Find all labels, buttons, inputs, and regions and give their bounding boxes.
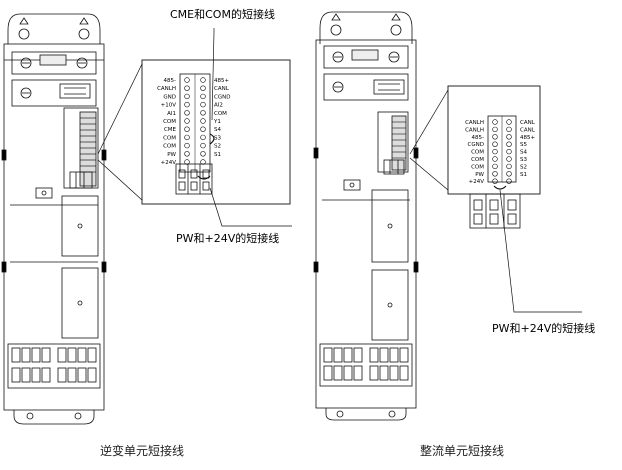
inverter-screw-1-0 [184, 85, 190, 91]
inverter-screw-0-1 [200, 77, 206, 83]
inverter-terminal-left-1: CANLH [157, 86, 176, 92]
rectifier-screw-3-0 [492, 141, 498, 147]
rectifier-screw-0-1 [506, 119, 512, 125]
inverter-terminal-right-8: S2 [214, 144, 221, 150]
inverter-screw-9-0 [184, 151, 190, 157]
inverter-terminal-left-3: +10V [161, 103, 177, 109]
rectifier-terminal-left-5: COM [471, 157, 484, 163]
inverter-terminal-right-1: CANL [214, 86, 230, 92]
inverter-screw-6-1 [200, 126, 206, 132]
inverter-screw-5-1 [200, 118, 206, 124]
inverter-terminal-left-6: CME [164, 127, 177, 133]
inverter-screw-8-0 [184, 142, 190, 149]
inverter-terminal-right-7: S3 [214, 135, 221, 141]
inverter-screw-10-0 [184, 159, 190, 165]
rectifier-terminal-left-2: 485- [472, 135, 484, 141]
rectifier-screw-1-1 [506, 126, 512, 133]
inverter-terminal-left-9: PW [167, 152, 176, 158]
rectifier-terminal-left-8: +24V [469, 179, 485, 185]
inverter-terminal-right-6: S4 [214, 127, 221, 133]
inverter-screw-10-1 [200, 159, 206, 165]
inverter-terminal-left-10: +24V [161, 160, 177, 166]
inverter-screw-2-0 [184, 93, 190, 100]
rectifier-screw-3-1 [506, 141, 512, 147]
rectifier-screw-6-1 [506, 163, 512, 170]
inverter-screw-7-1 [200, 134, 206, 141]
inverter-terminal-left-5: COM [163, 119, 176, 125]
inverter-screw-4-1 [200, 110, 206, 116]
cme-com-jumper-label: CME和COM的短接线 [170, 8, 275, 21]
rectifier-terminal-right-3: S5 [520, 142, 527, 148]
rectifier-screw-2-0 [492, 134, 498, 140]
inverter-screw-9-1 [200, 151, 206, 157]
inverter-terminal-left-8: COM [163, 144, 176, 150]
inverter-terminal-right-2: CGND [214, 94, 230, 100]
inverter-terminal-left-0: 485- [164, 78, 176, 84]
rectifier-caption: 整流单元短接线 [420, 444, 505, 458]
inverter-unit-drawing [1, 13, 107, 425]
inverter-caption: 逆变单元短接线 [100, 444, 185, 458]
rectifier-terminal-left-3: CGND [468, 142, 484, 148]
inverter-screw-1-1 [200, 85, 206, 91]
inverter-screw-8-1 [200, 142, 206, 149]
inverter-terminal-left-2: GND [163, 94, 176, 100]
rectifier-terminal-left-4: COM [471, 150, 484, 156]
inverter-terminal-right-4: COM [214, 111, 227, 117]
rectifier-screw-4-1 [506, 148, 512, 155]
rectifier-screw-8-0 [492, 178, 498, 184]
rectifier-screw-0-0 [492, 119, 498, 125]
rectifier-screw-5-0 [492, 156, 498, 162]
rectifier-terminal-right-0: CANL [520, 120, 536, 126]
inverter-terminal-right-5: Y1 [213, 119, 221, 125]
rectifier-terminal-right-5: S3 [520, 157, 527, 163]
inverter-terminal-left-7: COM [163, 135, 176, 141]
pw-24v-jumper-label-rectifier: PW和+24V的短接线 [492, 322, 596, 335]
rectifier-screw-6-0 [492, 163, 498, 170]
rectifier-terminal-right-4: S4 [520, 150, 527, 156]
rectifier-terminal-right-6: S2 [520, 164, 527, 170]
rectifier-terminal-right-7: S1 [520, 172, 527, 178]
inverter-screw-2-1 [200, 93, 206, 100]
inverter-screw-6-0 [184, 126, 190, 132]
inverter-screw-3-0 [184, 101, 190, 108]
rectifier-screw-2-1 [506, 134, 512, 140]
rectifier-terminal-left-7: PW [475, 172, 484, 178]
rectifier-unit-drawing [313, 11, 419, 421]
rectifier-terminal-right-1: CANL [520, 127, 536, 133]
rectifier-terminal-left-1: CANLH [465, 127, 484, 133]
inverter-screw-4-0 [184, 110, 190, 116]
inverter-screw-5-0 [184, 118, 190, 124]
pw-24v-jumper-label-inverter: PW和+24V的短接线 [176, 232, 280, 245]
rectifier-terminal-left-6: COM [471, 164, 484, 170]
rectifier-terminal-left-0: CANLH [465, 120, 484, 126]
inverter-terminal-right-9: S1 [214, 152, 221, 158]
inverter-screw-3-1 [200, 101, 206, 108]
rectifier-screw-5-1 [506, 156, 512, 162]
inverter-terminal-zoom [141, 59, 291, 205]
rectifier-terminal-right-2: 485+ [520, 135, 535, 141]
rectifier-screw-8-1 [506, 178, 512, 184]
inverter-screw-0-0 [184, 77, 190, 83]
rectifier-screw-7-1 [506, 171, 512, 177]
inverter-terminal-left-4: AI1 [167, 111, 176, 117]
rectifier-screw-7-0 [492, 171, 498, 177]
inverter-screw-7-0 [184, 134, 190, 141]
rectifier-screw-1-0 [492, 126, 498, 133]
rectifier-screw-4-0 [492, 148, 498, 155]
inverter-terminal-right-0: 485+ [214, 78, 229, 84]
inverter-terminal-right-3: AI2 [214, 103, 223, 109]
